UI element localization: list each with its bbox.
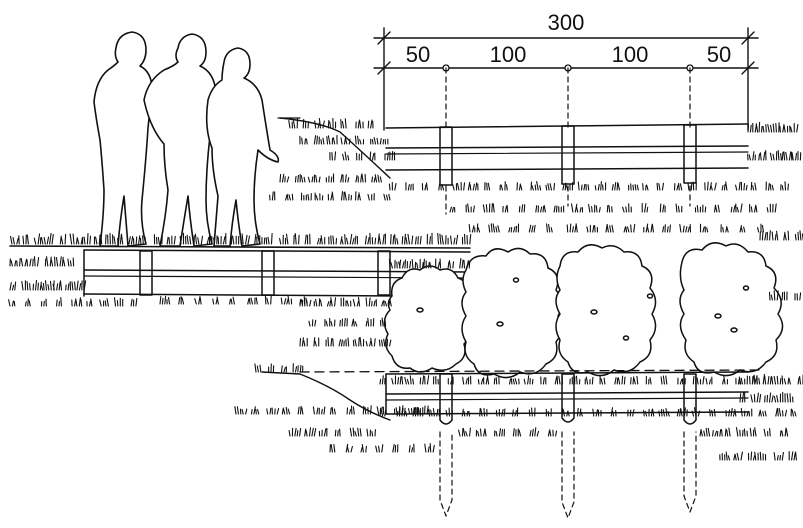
upper-post-2 (561, 125, 575, 185)
shrub-4 (679, 242, 784, 377)
upper-boardwalk (277, 117, 749, 186)
middle-post-1 (139, 250, 153, 296)
shrub-hedge (383, 242, 784, 379)
segment-label-1: 50 (406, 42, 430, 67)
middle-post-2 (261, 250, 275, 296)
lower-post-2 (561, 373, 575, 423)
lower-post-3 (683, 373, 697, 425)
lower-boardwalk (261, 369, 761, 519)
upper-post-1 (439, 126, 453, 186)
shrub-1 (383, 265, 473, 373)
segment-label-3: 100 (612, 42, 649, 67)
grass-tufts (8, 117, 803, 461)
person-left (93, 31, 153, 247)
total-dimension-label: 300 (548, 10, 585, 35)
segment-label-2: 100 (490, 42, 527, 67)
lower-post-1 (439, 373, 453, 425)
segment-label-4: 50 (707, 42, 731, 67)
person-right (205, 47, 280, 247)
people-silhouettes (93, 31, 280, 247)
shrub-3 (555, 244, 657, 377)
dimension-annotation: 300 50 100 100 50 (373, 10, 759, 215)
middle-post-3 (377, 250, 391, 296)
upper-post-3 (683, 124, 697, 184)
shrub-2 (461, 247, 563, 379)
person-middle (143, 33, 217, 247)
